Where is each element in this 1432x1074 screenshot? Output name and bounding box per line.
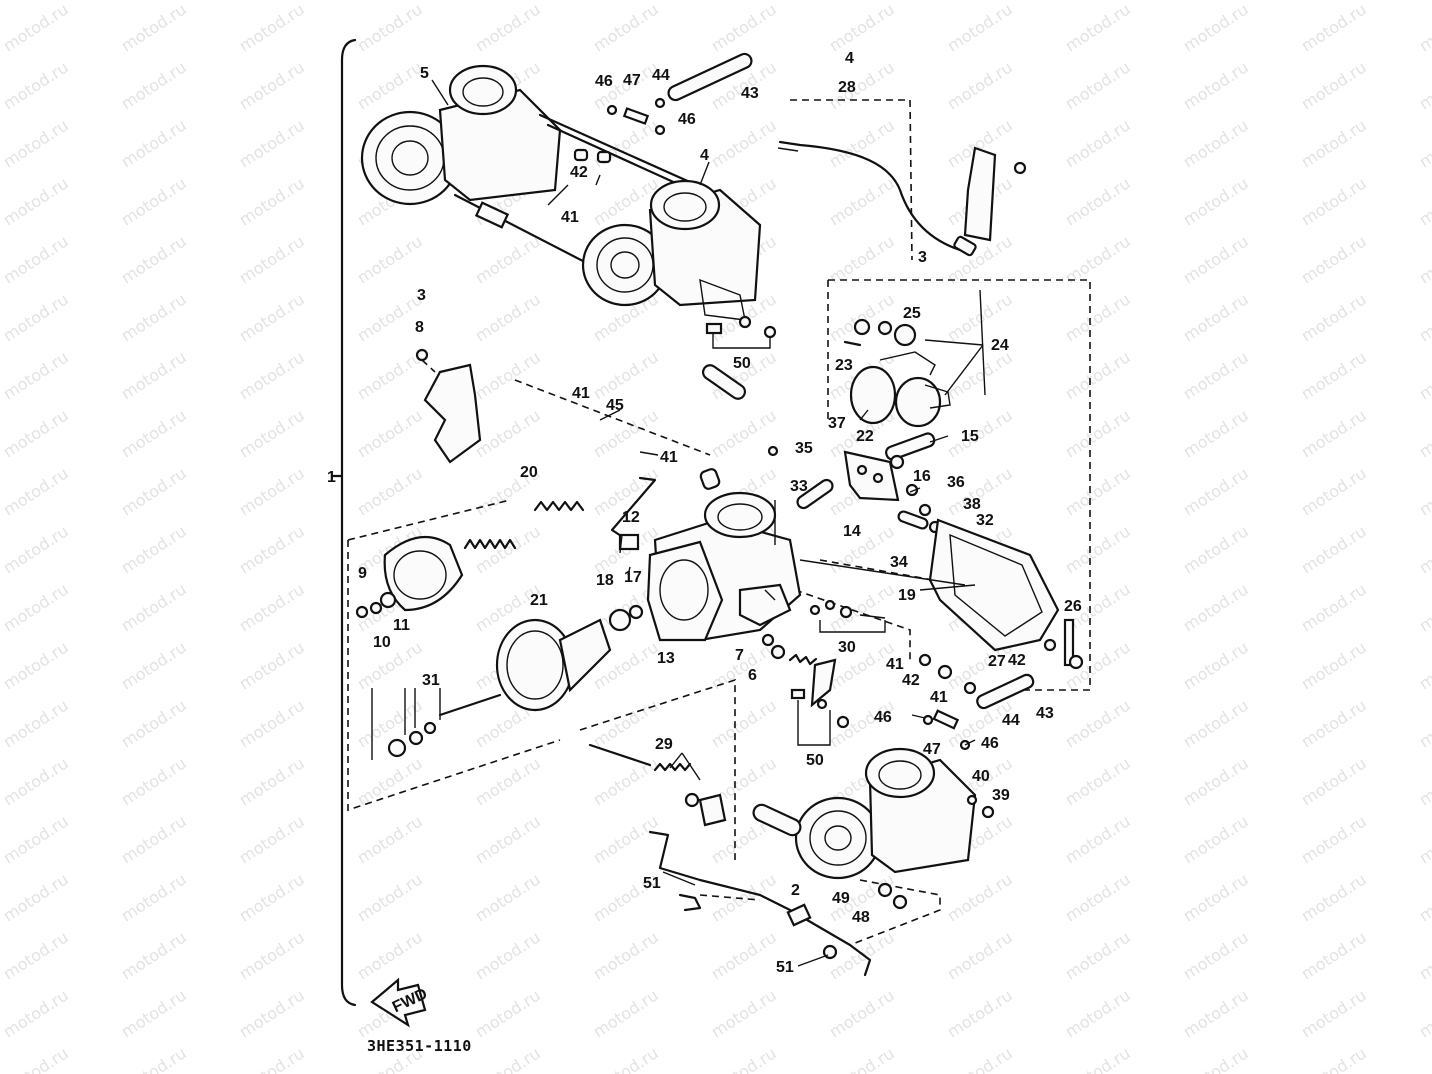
callout-label: 24	[991, 337, 1009, 354]
callout-label: 26	[1064, 598, 1082, 615]
callout-label: 9	[358, 565, 367, 582]
diaphragm-cover	[355, 535, 464, 619]
callout-label: 49	[832, 890, 850, 907]
callout-label: 19	[898, 587, 916, 604]
callout-labels: 1 2 3 3 4 4 5 6 7 8 9 10 11 12 13 14 15 …	[327, 50, 1082, 976]
callout-label: 48	[852, 909, 870, 926]
callout-label: 7	[735, 647, 744, 664]
callout-label: 3	[417, 287, 426, 304]
callout-label: 43	[1036, 705, 1054, 722]
callout-label: 33	[790, 478, 808, 495]
callout-label: 42	[1008, 652, 1026, 669]
needle-jets	[588, 743, 727, 827]
center-carburetor	[646, 468, 802, 642]
callout-label: 38	[963, 496, 981, 513]
assembly-bracket	[330, 38, 357, 1007]
callout-label: 2	[791, 882, 800, 899]
callout-label: 50	[733, 355, 751, 372]
springs	[463, 500, 585, 550]
callout-label: 37	[828, 415, 846, 432]
callout-label: 50	[806, 752, 824, 769]
callout-label: 4	[845, 50, 854, 67]
callout-label: 39	[992, 787, 1010, 804]
callout-label: 16	[913, 468, 931, 485]
front-direction-arrow: FWD	[370, 977, 430, 1028]
choke-parts	[843, 289, 986, 428]
callout-label: 41	[930, 689, 948, 706]
callout-label: 46	[595, 73, 613, 90]
callout-label: 8	[415, 319, 424, 336]
callout-label: 34	[890, 554, 908, 571]
callout-label: 41	[660, 449, 678, 466]
callout-label: 6	[748, 667, 757, 684]
callout-label: 3	[918, 249, 927, 266]
callout-label: 31	[422, 672, 440, 689]
callout-label: 30	[838, 639, 856, 656]
callout-label: 41	[572, 385, 590, 402]
callout-label: 40	[972, 768, 990, 785]
callout-label: 22	[856, 428, 874, 445]
callout-label: 11	[393, 617, 410, 634]
leader-lines	[404, 79, 984, 967]
callout-label: 47	[923, 741, 941, 758]
callout-label: 47	[623, 72, 641, 89]
throttle-cable	[777, 99, 1027, 261]
bottom-carburetor	[752, 747, 995, 910]
callout-label: 15	[961, 428, 979, 445]
linkage-rod	[648, 830, 872, 977]
top-carburetor-assembly	[360, 52, 777, 400]
callout-label: 44	[652, 67, 670, 84]
callout-label: 14	[843, 523, 861, 540]
mount-bracket	[415, 348, 482, 464]
diagram-code: 3HE351-1110	[367, 1037, 472, 1055]
callout-label: 35	[795, 440, 813, 457]
callout-label: 51	[776, 959, 794, 976]
callout-label: 12	[622, 509, 640, 526]
link-plate-assembly	[767, 432, 942, 534]
callout-label: 21	[530, 592, 548, 609]
callout-label: 27	[988, 653, 1006, 670]
callout-label: 1	[327, 469, 336, 486]
callout-label: 51	[643, 875, 661, 892]
float-bowl	[799, 518, 1084, 670]
callout-label: 42	[902, 672, 920, 689]
callout-label: 17	[624, 569, 642, 586]
callout-label: 13	[657, 650, 675, 667]
callout-label: 45	[606, 397, 624, 414]
callout-label: 4	[700, 147, 709, 164]
callout-label: 41	[561, 209, 579, 226]
lower-hardware	[790, 653, 1035, 751]
idle-parts	[761, 599, 886, 708]
callout-label: 5	[420, 65, 429, 82]
callout-label: 28	[838, 79, 856, 96]
link-arm	[610, 476, 657, 551]
callout-label: 43	[741, 85, 759, 102]
callout-label: 41	[886, 656, 904, 673]
callout-label: 36	[947, 474, 965, 491]
callout-label: 46	[874, 709, 892, 726]
callout-label: 29	[655, 736, 673, 753]
callout-label: 46	[981, 735, 999, 752]
callout-label: 20	[520, 464, 538, 481]
callout-label: 42	[570, 164, 588, 181]
callout-label: 10	[373, 634, 391, 651]
callout-label: 25	[903, 305, 921, 322]
callout-label: 23	[835, 357, 853, 374]
callout-label: 32	[976, 512, 994, 529]
callout-label: 46	[678, 111, 696, 128]
vacuum-piston	[371, 604, 644, 760]
callout-label: 18	[596, 572, 614, 589]
callout-label: 44	[1002, 712, 1020, 729]
